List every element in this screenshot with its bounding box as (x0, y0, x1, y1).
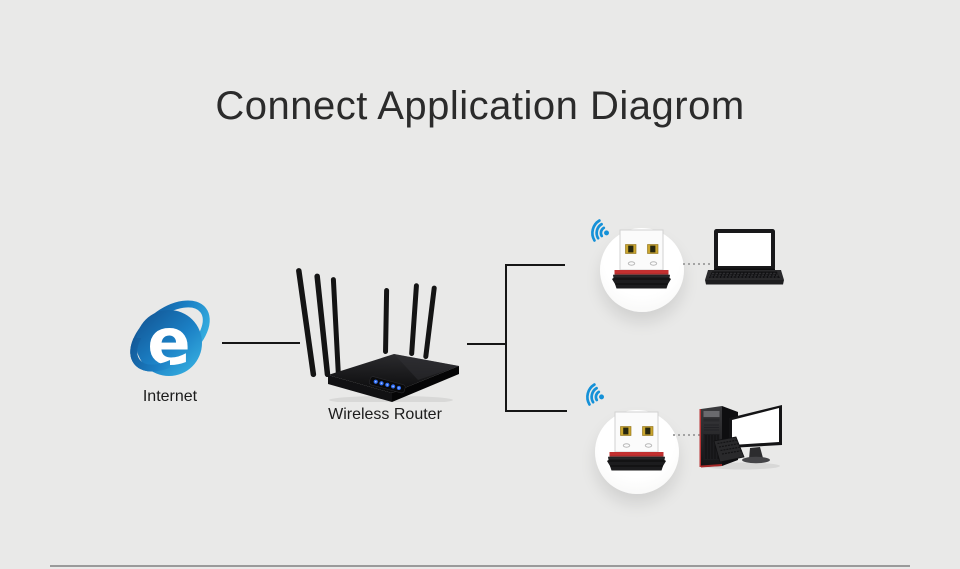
dotted-link-adapter-desktop (673, 434, 701, 436)
connector-internet-to-router (222, 342, 300, 344)
wireless-router-icon (296, 268, 459, 402)
connector-branch-top (507, 264, 565, 266)
dotted-link-adapter-laptop (683, 263, 711, 265)
wifi-signal-icon (586, 383, 605, 406)
bottom-rule (50, 565, 910, 567)
connector-branch-bottom (507, 410, 567, 412)
usb-wifi-adapter-icon (612, 229, 671, 289)
adapter-highlight-circle (595, 410, 679, 494)
wifi-signal-icon (591, 219, 610, 242)
connector-junction-vertical (505, 264, 507, 412)
internet-explorer-icon: e (130, 300, 210, 380)
router-label: Wireless Router (328, 406, 442, 423)
internet-label: Internet (142, 388, 198, 405)
desktop-computer-icon (699, 405, 782, 470)
connector-router-to-junction (467, 343, 507, 345)
page-title: Connect Application Diagrom (215, 84, 745, 128)
adapter-highlight-circle (600, 228, 684, 312)
usb-wifi-adapter-icon (607, 411, 666, 471)
laptop-icon (705, 229, 784, 285)
